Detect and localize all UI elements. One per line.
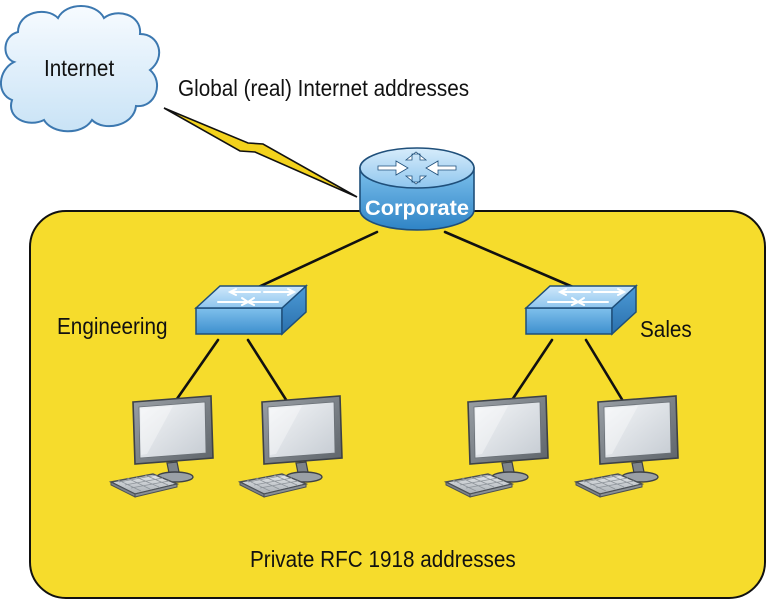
- link-corporate-sales: [443, 230, 582, 292]
- link-corporate-engineering: [250, 230, 379, 292]
- link-eng-pc2: [246, 338, 292, 408]
- link-eng-pc1: [170, 338, 220, 408]
- link-sales-pc3: [506, 338, 554, 408]
- internet-cloud: [0, 5, 160, 133]
- engineering-label: Engineering: [57, 313, 168, 339]
- wan-address-label: Global (real) Internet addresses: [178, 75, 470, 101]
- links: [170, 230, 628, 408]
- link-sales-pc4: [584, 338, 628, 408]
- wan-link-lightning: [163, 107, 358, 198]
- internet-label: Internet: [44, 55, 115, 81]
- router-icon: [359, 147, 475, 231]
- router-label: Corporate: [365, 197, 469, 220]
- switch-icon: [525, 285, 637, 335]
- switch-icon: [195, 285, 307, 335]
- private-address-label: Private RFC 1918 addresses: [250, 546, 516, 572]
- sales-label: Sales: [640, 316, 692, 342]
